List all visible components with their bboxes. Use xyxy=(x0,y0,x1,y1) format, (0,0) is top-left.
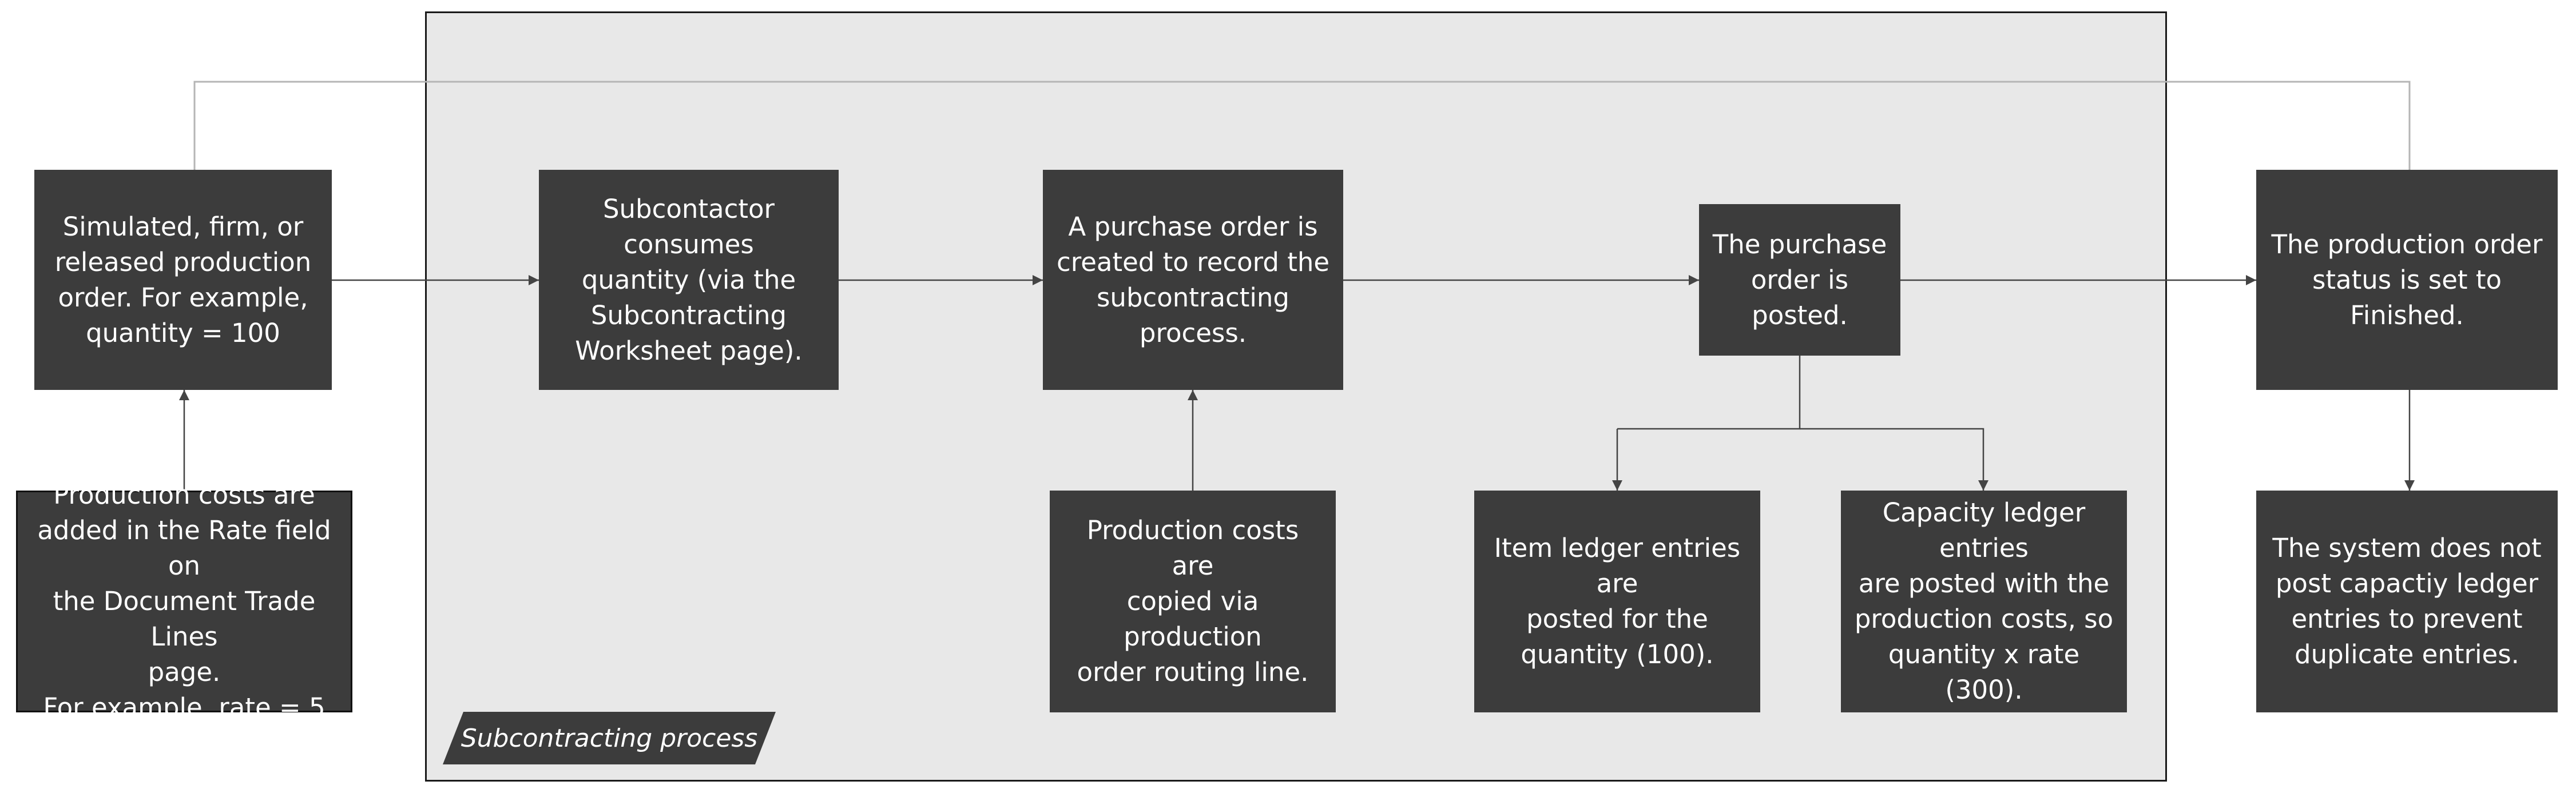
status-finished-node: The production order status is set to Fin… xyxy=(2256,170,2558,390)
production-order-node: Simulated, firm, or released production or… xyxy=(34,170,332,390)
node-text-line: The purchase xyxy=(1712,229,1887,260)
item-ledger-entries-node: Item ledger entries are posted for the qua… xyxy=(1474,491,1760,712)
capacity-ledger-entries-node: Capacity ledger entries are posted with t… xyxy=(1841,491,2127,712)
node-text-line: added in the Rate field on xyxy=(37,515,331,581)
node-text-line: page. xyxy=(148,657,221,687)
node-text: Simulated, firm, or released production or… xyxy=(55,209,312,351)
node-text: The purchase order is posted. xyxy=(1712,227,1888,333)
node-text-line: order routing line. xyxy=(1077,657,1309,687)
purchase-order-posted-node: The purchase order is posted. xyxy=(1699,204,1900,356)
node-text-line: post capactiy ledger xyxy=(2275,568,2539,599)
node-text-line: Subcontactor consumes xyxy=(602,193,775,260)
subcontracting-process-label: Subcontracting process xyxy=(443,712,776,764)
node-text-line: Production costs are xyxy=(1086,515,1299,581)
node-text-line: Worksheet page). xyxy=(575,335,803,366)
node-text-line: status is set to Finished. xyxy=(2312,264,2502,330)
node-text: A purchase order is created to record the… xyxy=(1055,209,1331,351)
node-text-line: posted for the xyxy=(1526,604,1708,634)
node-text-line: entries to prevent xyxy=(2291,604,2523,634)
node-text-line: Simulated, firm, or xyxy=(62,211,304,242)
node-text: The production order status is set to Fin… xyxy=(2269,227,2545,333)
node-text-line: created to record the xyxy=(1056,246,1330,277)
node-text-line: quantity (100). xyxy=(1521,639,1714,670)
node-text-line: released production xyxy=(54,246,312,277)
node-text: Production costs are added in the Rate fi… xyxy=(30,477,338,726)
node-text-line: For example, rate = 5 xyxy=(43,692,326,723)
node-text-line: Item ledger entries are xyxy=(1494,533,1741,599)
node-text-line: quantity = 100 xyxy=(86,317,280,348)
node-text-line: The production order xyxy=(2271,229,2543,260)
purchase-order-created-node: A purchase order is created to record the… xyxy=(1043,170,1343,390)
node-text-line: the Document Trade Lines xyxy=(53,586,316,652)
node-text-line: Production costs are xyxy=(53,480,315,510)
node-text-line: copied via production xyxy=(1124,586,1262,652)
node-text-line: quantity x rate (300). xyxy=(1888,639,2080,705)
node-text-line: Subcontracting xyxy=(590,300,787,330)
node-text-line: order. For example, xyxy=(58,282,308,313)
node-text: Item ledger entries are posted for the qua… xyxy=(1487,531,1748,672)
node-text: The system does not post capactiy ledger e… xyxy=(2272,531,2541,672)
region-label-text: Subcontracting process xyxy=(461,723,758,753)
node-text-line: order is posted. xyxy=(1751,264,1849,330)
no-capacity-entries-node: The system does not post capactiy ledger e… xyxy=(2256,491,2558,712)
node-text-line: quantity (via the xyxy=(581,264,796,295)
node-text: Capacity ledger entries are posted with t… xyxy=(1853,495,2114,708)
node-text-line: duplicate entries. xyxy=(2295,639,2519,670)
node-text-line: The system does not xyxy=(2272,533,2542,563)
node-text-line: production costs, so xyxy=(1854,604,2114,634)
node-text-line: subcontracting process. xyxy=(1096,282,1290,348)
node-text-line: are posted with the xyxy=(1858,568,2110,599)
node-text-line: Capacity ledger entries xyxy=(1882,497,2086,563)
production-costs-rate-node: Production costs are added in the Rate fi… xyxy=(16,480,352,723)
node-text-line: A purchase order is xyxy=(1068,211,1318,242)
